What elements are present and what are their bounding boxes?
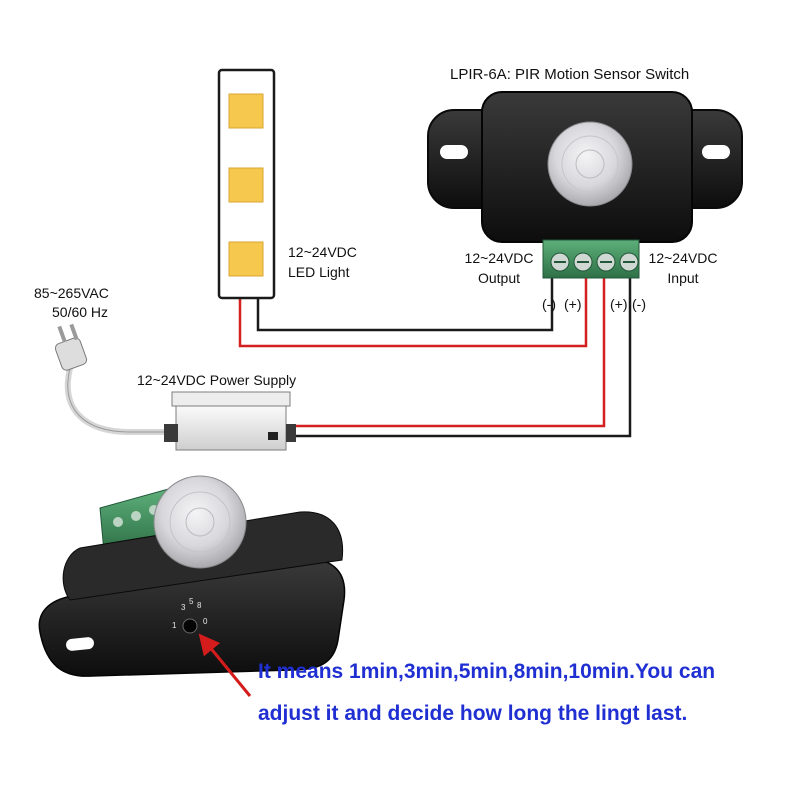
ac-plug-icon (54, 323, 88, 371)
ac-freq-label: 50/60 Hz (52, 304, 109, 320)
dial-tick: 8 (197, 601, 202, 610)
mount-slot-right (702, 145, 730, 159)
led-voltage-label: 12~24VDC (288, 244, 357, 260)
photo-mount-slot (66, 637, 94, 651)
wire-led-positive (238, 262, 588, 348)
dial-tick: 0 (203, 617, 208, 626)
led-chip-2 (228, 167, 264, 203)
output-voltage-label: 12~24VDC (464, 250, 534, 266)
wire-psu-negative (292, 262, 632, 438)
power-supply-label: 12~24VDC Power Supply (137, 372, 297, 388)
timer-note-line-2: adjust it and decide how long the lingt … (258, 702, 688, 725)
polarity-input-negative: (-) (632, 296, 646, 312)
sensor-photo-icon: 3 5 8 1 0 (38, 475, 346, 677)
input-name-label: Input (667, 270, 699, 286)
photo-pir-dome (153, 475, 247, 569)
ac-input-label: 85~265VAC (34, 285, 109, 301)
led-name-label: LED Light (288, 264, 350, 280)
dial-tick: 3 (181, 603, 186, 612)
wires (64, 262, 632, 438)
dial-tick: 1 (172, 621, 177, 630)
polarity-output-negative: (-) (542, 296, 556, 312)
polarity-input-positive: (+) (610, 296, 628, 312)
timer-note-line-1: It means 1min,3min,5min,8min,10min.You c… (258, 660, 716, 683)
dial-tick: 5 (189, 597, 194, 606)
sensor-title: LPIR-6A: PIR Motion Sensor Switch (450, 66, 690, 83)
led-chip-1 (228, 93, 264, 129)
pir-sensor-icon (427, 91, 743, 279)
power-supply-icon (164, 391, 296, 451)
wire-led-negative (256, 262, 554, 332)
output-name-label: Output (477, 270, 521, 286)
mount-slot-left (440, 145, 468, 159)
pointer-arrow (198, 633, 252, 697)
terminal-block (542, 239, 640, 279)
wire-psu-positive (292, 262, 606, 428)
timer-dial (182, 618, 198, 634)
led-strip-icon (217, 68, 276, 300)
pir-dome (547, 121, 633, 207)
input-voltage-label: 12~24VDC (648, 250, 718, 266)
polarity-output-positive: (+) (564, 296, 582, 312)
led-chip-3 (228, 241, 264, 277)
